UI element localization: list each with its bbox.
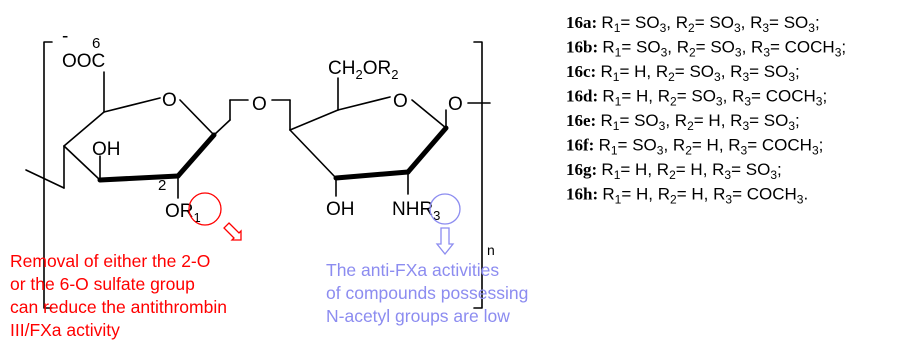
red-note-line-4: III/FXa activity xyxy=(10,320,120,340)
ring1-bond-c5-o xyxy=(103,97,161,113)
ring2 xyxy=(271,77,491,197)
carboxylate-label: OOC xyxy=(62,51,105,72)
nhr3-label: NHR3 xyxy=(392,199,440,223)
position-2-label: 2 xyxy=(158,177,166,194)
ring1-oxygen-label: O xyxy=(162,90,177,111)
ring1 xyxy=(25,71,249,199)
ring2-bold-c3-c2 xyxy=(333,169,411,181)
compound-id: 16e: xyxy=(566,111,600,130)
red-note-line-2: or the 6-O sulfate group xyxy=(10,274,195,294)
ring2-hydroxyl-label: OH xyxy=(326,199,355,220)
red-annotation: Removal of either the 2-O or the 6-O sul… xyxy=(10,251,227,340)
ring1-bond-c4-c3 xyxy=(63,145,101,181)
charge-label: - xyxy=(62,26,68,47)
compound-id: 16f: xyxy=(566,136,599,155)
terminal-oxygen-label: O xyxy=(448,94,463,115)
compound-row: 16f: R1= SO3, R2= H, R3= COCH3; xyxy=(566,136,823,158)
compound-list: 16a: R1= SO3, R2= SO3, R3= SO3; 16b: R1= … xyxy=(566,13,846,207)
ring1-bold-c3-c2 xyxy=(97,173,181,183)
repeat-brackets xyxy=(43,41,483,309)
red-note-line-3: can reduce the antithrombin xyxy=(10,297,227,317)
ring1-hydroxyl-label: OH xyxy=(92,139,121,160)
compound-id: 16h: xyxy=(566,185,602,204)
bridge-oxygen-label: O xyxy=(252,94,267,115)
ring1-left-link xyxy=(25,169,65,189)
position-6-label: 6 xyxy=(92,35,100,52)
svg-text:CH2OR2: CH2OR2 xyxy=(328,58,398,82)
compound-id: 16b: xyxy=(566,38,602,57)
ring2-bold-c2-c1 xyxy=(405,125,449,175)
svg-text:OR1: OR1 xyxy=(165,201,201,225)
ring1-bond-c5-c4 xyxy=(63,111,105,147)
ring2-bond-c5-o xyxy=(337,96,391,111)
red-note-line-1: Removal of either the 2-O xyxy=(10,251,210,271)
compound-row: 16b: R1= SO3, R2= SO3, R3= COCH3; xyxy=(566,38,846,60)
compound-row: 16h: R1= H, R2= H, R3= COCH3. xyxy=(566,185,808,207)
compound-row: 16c: R1= H, R2= SO3, R3= SO3; xyxy=(566,62,800,84)
blue-note-line-3: N-acetyl groups are low xyxy=(326,306,510,326)
red-arrow-icon xyxy=(223,222,242,241)
blue-annotation: The anti-FXa activities of compounds pos… xyxy=(326,260,528,326)
blue-arrow-icon xyxy=(435,227,455,256)
ring2-bond-c4-c3 xyxy=(289,129,337,179)
ring1-bond-o-c1 xyxy=(179,99,215,136)
compound-row: 16e: R1= SO3, R2= H, R3= SO3; xyxy=(566,111,800,133)
left-bracket xyxy=(43,41,53,309)
compound-id: 16c: xyxy=(566,62,600,81)
ring1-bold-c2-c1 xyxy=(175,132,217,179)
blue-note-line-2: of compounds possessing xyxy=(326,283,528,303)
or1-label: OR1 xyxy=(165,201,201,225)
ring2-oxygen-label: O xyxy=(393,91,408,112)
ch2or2-label: CH2OR2 xyxy=(328,58,398,82)
compound-row: 16g: R1= H, R2= H, R3= SO3; xyxy=(566,160,782,182)
r1-highlight-circle xyxy=(188,192,222,226)
svg-text:NHR3: NHR3 xyxy=(392,199,440,223)
repeat-n-label: n xyxy=(487,242,495,258)
right-bracket xyxy=(473,41,483,309)
compound-id: 16g: xyxy=(566,160,601,179)
ring2-bond-o-c1 xyxy=(411,99,447,129)
compound-id: 16d: xyxy=(566,87,602,106)
blue-note-line-1: The anti-FXa activities xyxy=(326,260,499,280)
ring1-bridge-a xyxy=(213,119,231,136)
compound-row: 16d: R1= H, R2= SO3, R3= COCH3; xyxy=(566,87,827,109)
ring2-bond-c4-c5 xyxy=(289,109,339,131)
compound-row: 16a: R1= SO3, R2= SO3, R3= SO3; xyxy=(566,13,820,35)
compound-id: 16a: xyxy=(566,13,601,32)
r3-highlight-circle xyxy=(429,193,461,225)
